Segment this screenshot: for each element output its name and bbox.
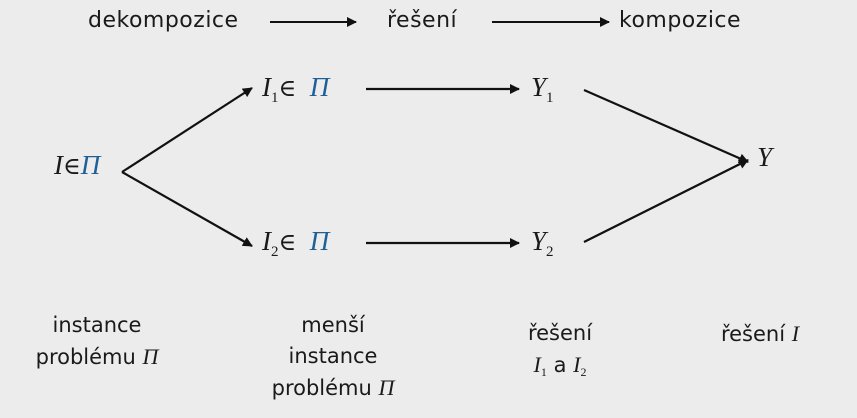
node-solution-2: Y2 xyxy=(531,226,554,260)
caption-partial-solutions: řešení I1 a I2 xyxy=(527,321,593,379)
header-decomposition: dekompozice xyxy=(88,8,239,33)
decompose-arrow-down xyxy=(121,171,253,247)
header-solution: řešení xyxy=(387,8,458,33)
header-composition: kompozice xyxy=(619,8,742,33)
node-solution-1: Y1 xyxy=(531,72,554,106)
caption-instance: instance problému Π xyxy=(35,313,159,369)
caption-smaller-instances: menší instance problému Π xyxy=(271,313,395,400)
node-instance: I∈Π xyxy=(54,150,101,180)
compose-arrow-2 xyxy=(583,159,749,243)
node-subinstance-1: I1∈ Π xyxy=(262,72,330,106)
node-final-solution: Y xyxy=(757,142,773,172)
node-subinstance-2: I2∈ Π xyxy=(262,226,330,260)
compose-arrow-1 xyxy=(583,88,749,164)
caption-final-solution: řešení I xyxy=(720,321,800,346)
decompose-arrow-up xyxy=(121,87,253,173)
